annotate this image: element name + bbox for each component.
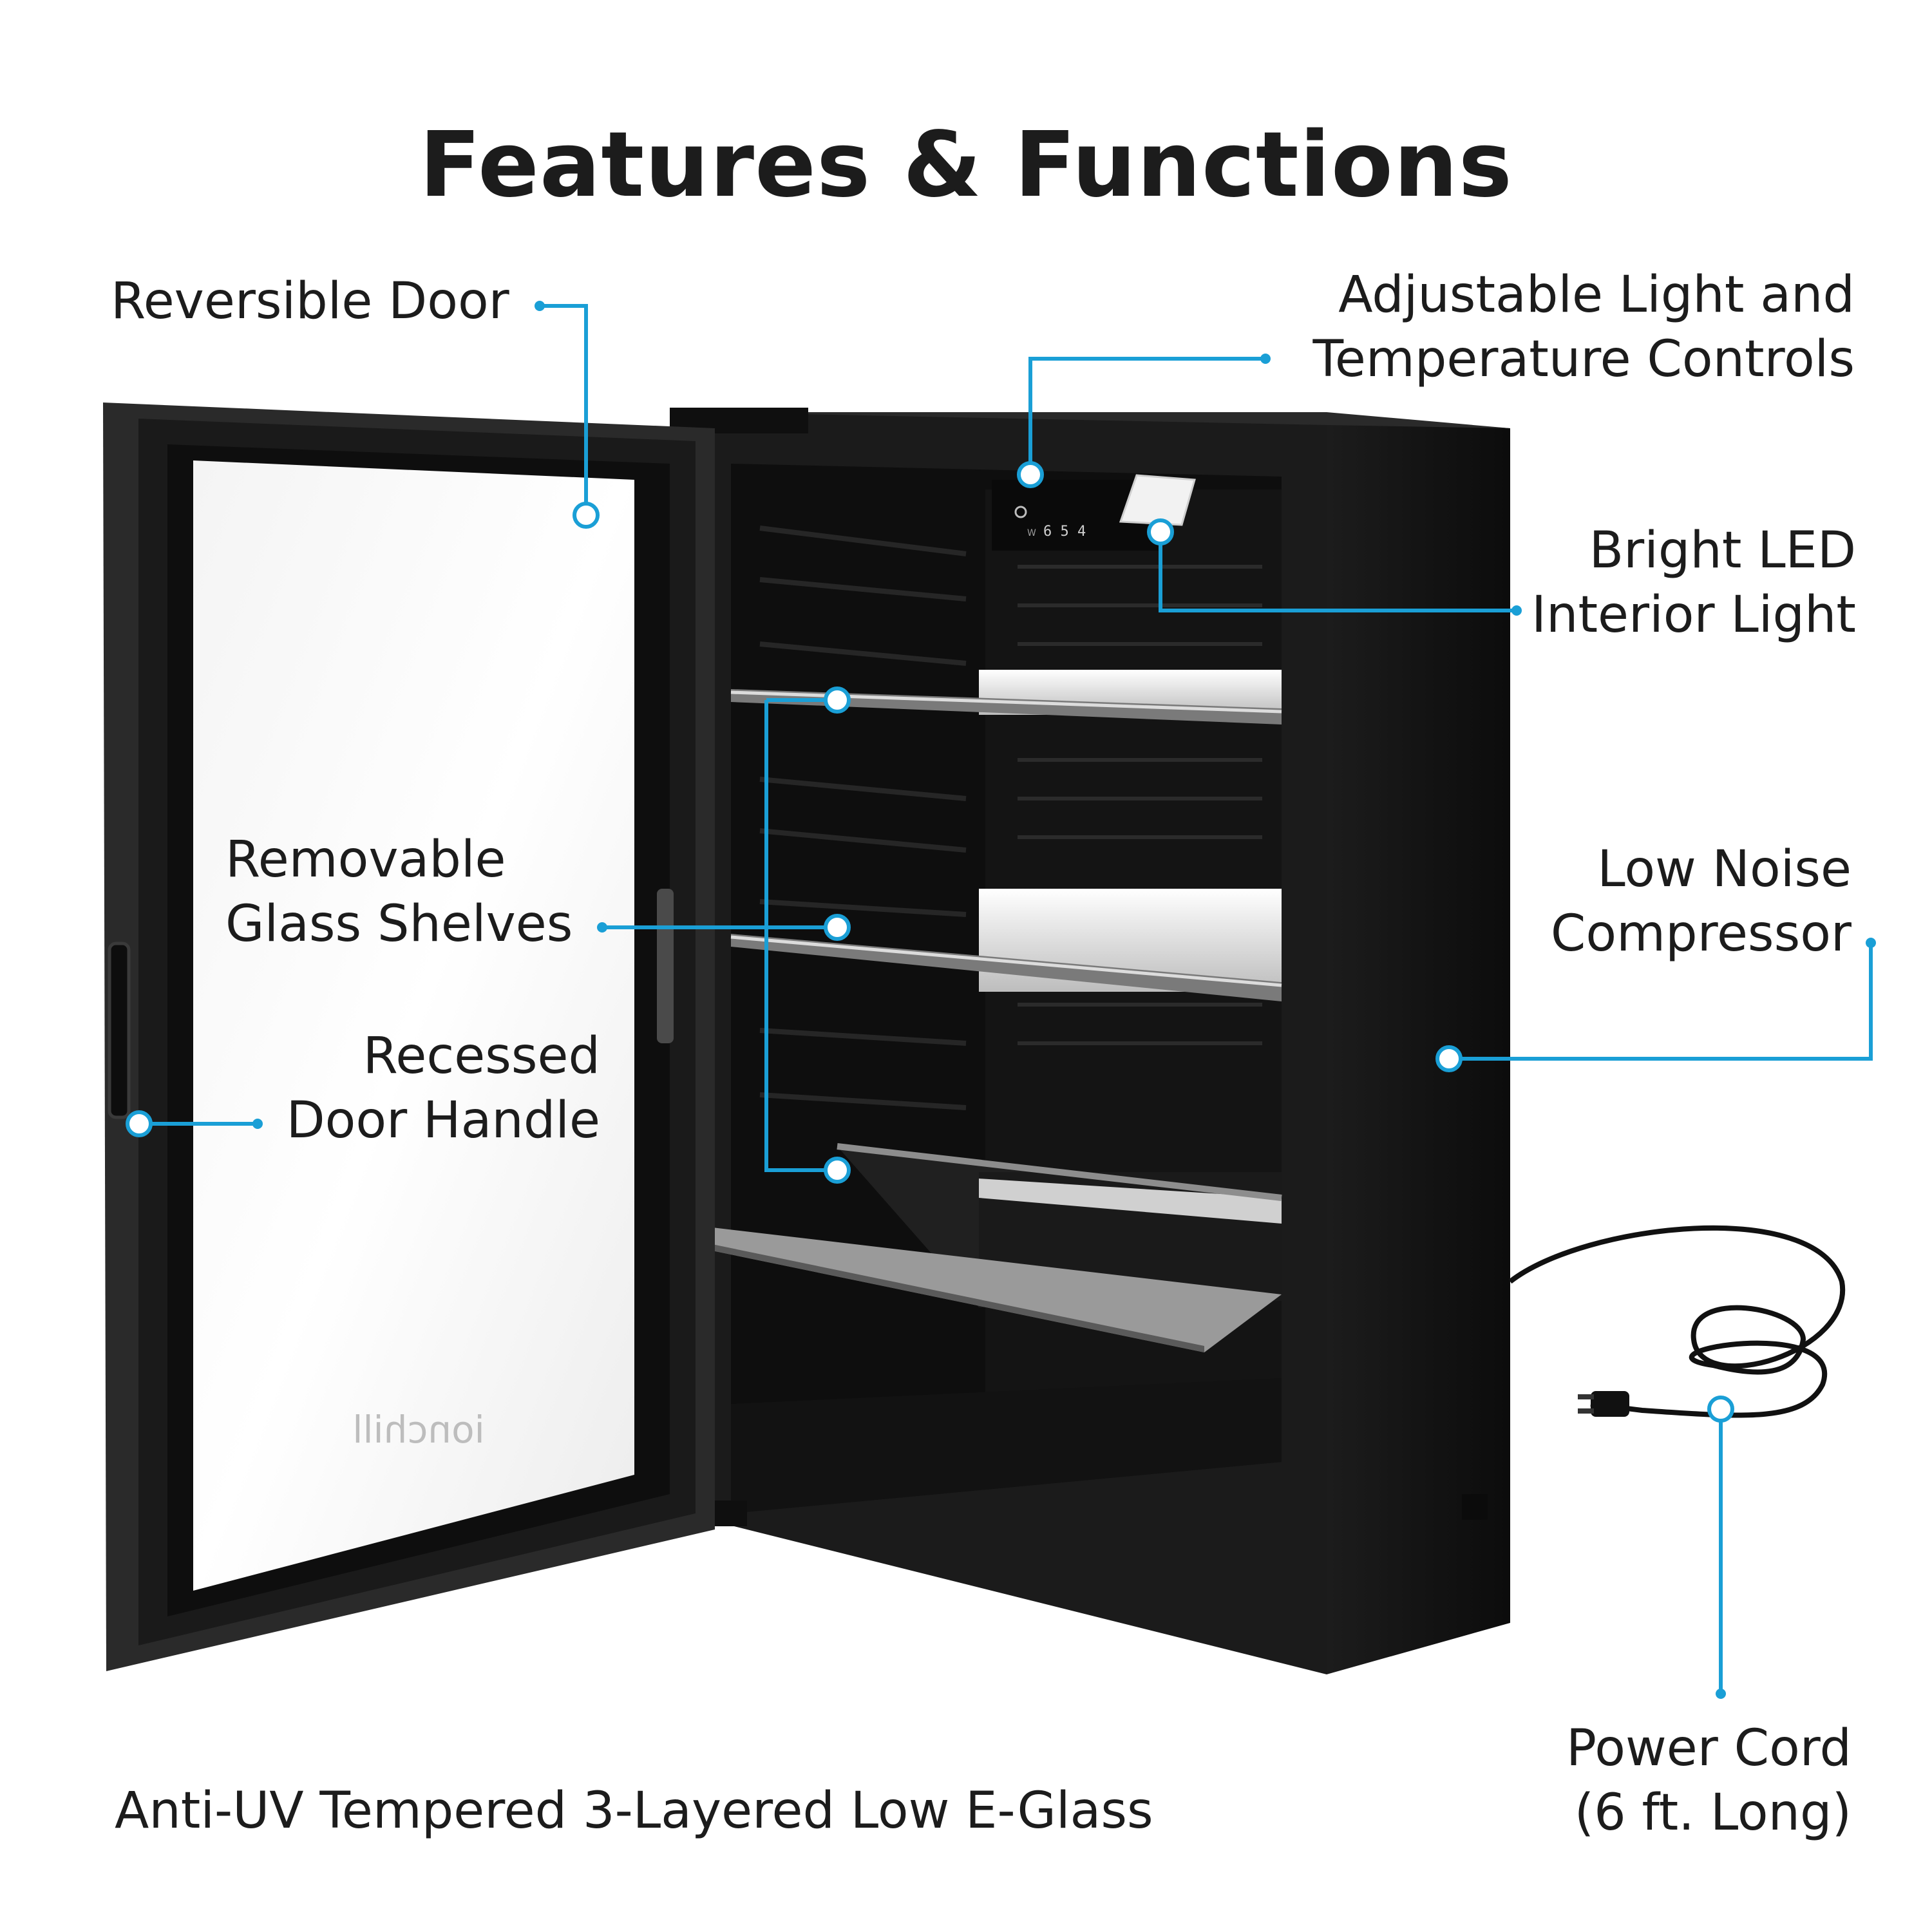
back-wall-ribs [1018,565,1262,1045]
label-handle: Recessed Door Handle [287,1024,600,1153]
callout-dot-shelves [597,922,607,933]
callout-ring-handle [126,1110,153,1137]
interior-floor [731,1378,1282,1513]
callout-dot-controls [1260,354,1271,364]
callout-line-compressor [1449,943,1873,1061]
callout-ring-shelf-bottom [824,1157,851,1184]
label-handle-line2: Door Handle [286,1092,600,1150]
label-controls-line2: Temperature Controls [1312,330,1855,388]
callout-dot-power-cord [1716,1689,1726,1699]
callout-line-controls [1028,357,1265,475]
callout-ring-controls [1017,461,1044,488]
control-panel-digits: 6 5 4 [1043,524,1086,540]
callout-ring-compressor [1435,1045,1463,1072]
label-compressor-line2: Compressor [1550,905,1852,963]
callout-ring-led [1147,518,1174,545]
control-panel-small: W [1027,528,1036,538]
foot [1462,1494,1488,1520]
label-shelves: Removable Glass Shelves [225,828,573,956]
shelf-bottom [625,1143,1282,1352]
shelf-middle [730,889,1282,1001]
callout-ring-reversible-door [573,502,600,529]
callout-dot-reversible-door [535,301,545,311]
callout-line-reversible-door [540,304,588,515]
label-reversible-door-text: Reversible Door [111,272,509,330]
page-title: Features & Functions [419,113,1513,218]
power-plug [1578,1391,1629,1417]
callout-endpoints [252,301,1876,1699]
label-led-light: Bright LED Interior Light [1531,518,1856,647]
shelf-top [730,670,1282,724]
power-cord [1508,1225,1846,1418]
label-controls-line1: Adjustable Light and [1338,266,1855,324]
callout-ring-shelf-top [824,687,851,714]
door-glass [193,460,634,1591]
label-power-cord: Power Cord (6 ft. Long) [1566,1716,1852,1845]
callout-dot-compressor [1866,938,1876,948]
cabinet-side [1327,415,1510,1674]
callout-ring-shelf-middle [824,914,851,941]
label-controls: Adjustable Light and Temperature Control… [1313,263,1855,392]
callout-dot-handle [252,1119,263,1129]
label-glass: Anti-UV Tempered 3-Layered Low E-Glass [115,1782,1153,1840]
label-reversible-door: Reversible Door [111,269,509,334]
callout-dot-led [1511,605,1522,616]
light-icon [1014,506,1027,518]
callout-lines [139,304,1873,1694]
callout-rings [126,461,1734,1423]
label-compressor: Low Noise Compressor [1551,837,1852,966]
door-logo: ionchill [352,1408,484,1452]
label-led-line1: Bright LED [1589,522,1856,580]
label-shelves-line2: Glass Shelves [225,895,573,953]
label-led-line2: Interior Light [1531,586,1856,644]
door-handle [108,942,131,1119]
callout-ring-power-cord [1707,1396,1734,1423]
label-shelves-line1: Removable [225,831,506,889]
label-compressor-line1: Low Noise [1597,840,1852,898]
callout-line-led [1159,535,1517,612]
label-power-cord-line2: (6 ft. Long) [1574,1784,1852,1842]
side-wall-ribs [759,526,967,1110]
led-light [1119,474,1196,526]
label-handle-line1: Recessed [363,1027,600,1085]
label-power-cord-line1: Power Cord [1566,1719,1852,1777]
cabinet-top [708,412,1510,428]
door-side-bar [657,889,674,1043]
